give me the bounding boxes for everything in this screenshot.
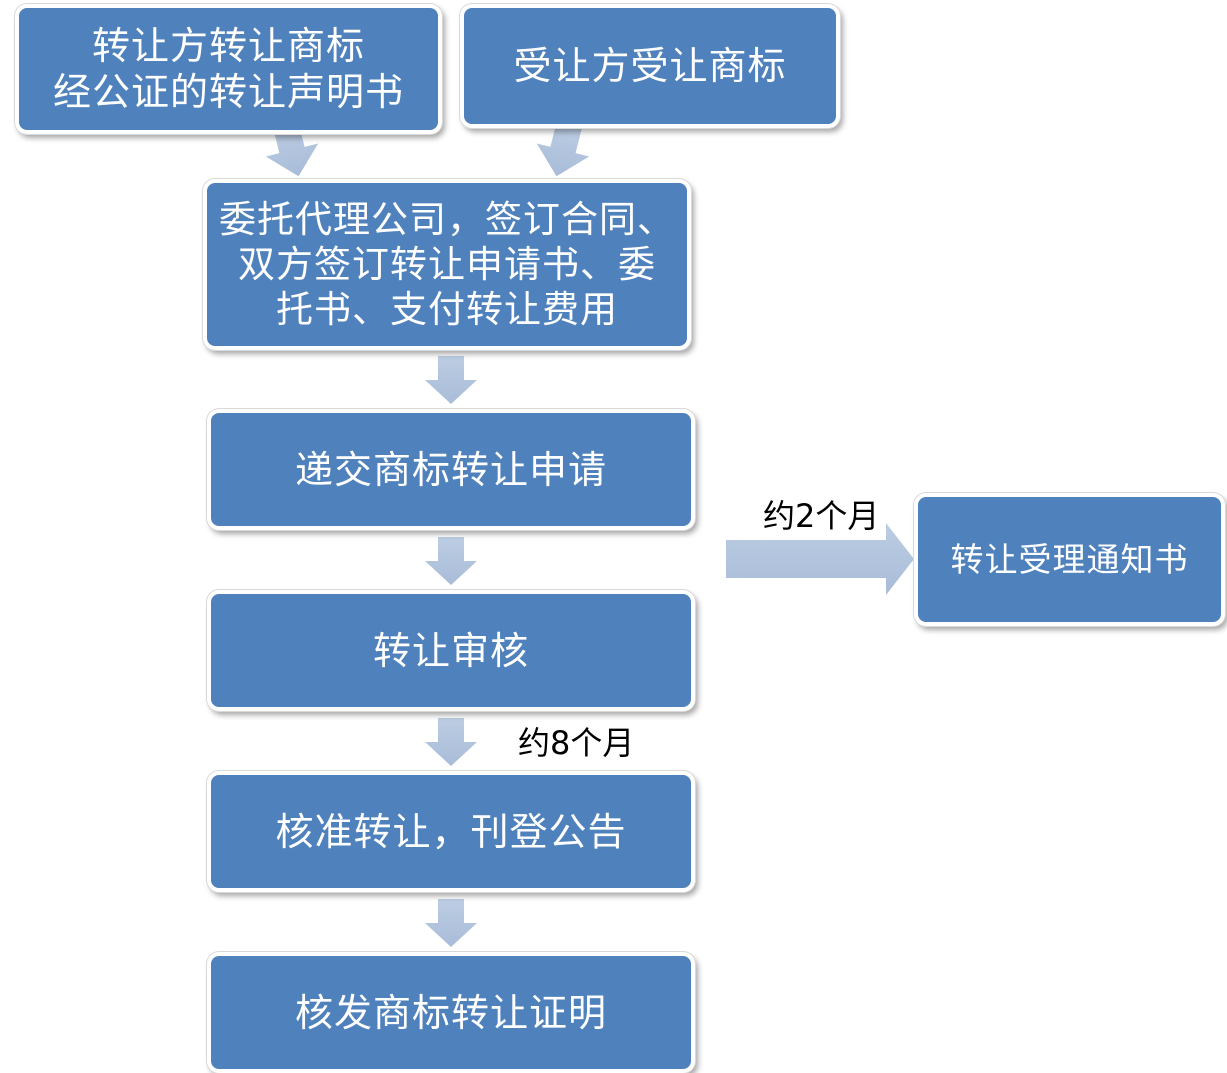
arrow-submit-to-notice [726, 523, 914, 595]
arrow-transferee-to-agency [536, 120, 590, 177]
edge-label-two-months: 约2个月 [763, 497, 880, 535]
arrow-review-to-approve [425, 718, 477, 766]
node-agency-contract: 委托代理公司，签订合同、 双方签订转让申请书、委 托书、支付转让费用 [203, 179, 691, 350]
arrow-transferor-to-agency [265, 120, 319, 177]
arrow-submit-to-review [425, 537, 477, 585]
node-acceptance-notice: 转让受理通知书 [914, 493, 1225, 626]
node-submit-application: 递交商标转让申请 [207, 409, 695, 530]
node-transferee: 受让方受让商标 [460, 4, 840, 128]
node-transferee-line-1: 受让方受让商标 [513, 44, 787, 88]
node-transferor-line-1: 转让方转让商标 [91, 24, 365, 68]
node-transfer-review: 转让审核 [207, 590, 695, 711]
node-approve-announce: 核准转让，刊登公告 [207, 771, 695, 892]
arrow-approve-to-certificate [425, 899, 477, 947]
node-agency-line-3: 托书、支付转让费用 [276, 288, 618, 331]
node-issue-certificate: 核发商标转让证明 [207, 952, 695, 1073]
node-submit-label: 递交商标转让申请 [294, 447, 607, 492]
node-notice-label: 转让受理通知书 [950, 539, 1189, 579]
node-agency-line-2: 双方签订转让申请书、委 [238, 243, 656, 286]
node-review-label: 转让审核 [372, 628, 529, 673]
edge-label-eight-months: 约8个月 [518, 724, 635, 762]
node-transferor-line-2: 经公证的转让声明书 [52, 70, 404, 114]
node-certificate-label: 核发商标转让证明 [294, 990, 607, 1035]
node-agency-line-1: 委托代理公司，签订合同、 [219, 198, 675, 241]
node-approve-label: 核准转让，刊登公告 [275, 809, 627, 854]
node-transferor-declaration: 转让方转让商标 经公证的转让声明书 [15, 4, 442, 134]
arrow-agency-to-submit [425, 356, 477, 404]
